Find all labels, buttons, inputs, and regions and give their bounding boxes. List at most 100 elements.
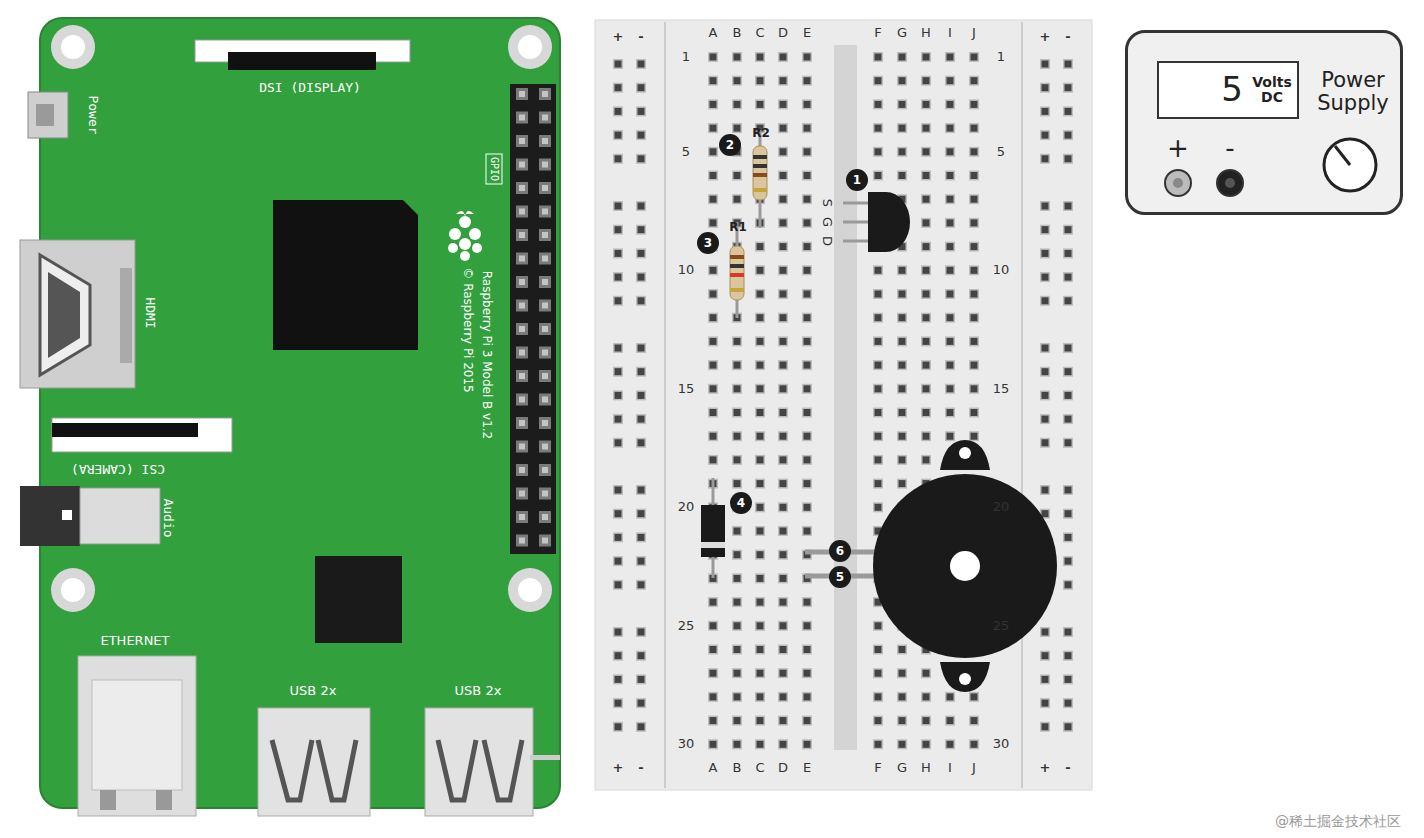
callout-number: 1	[846, 169, 868, 191]
breadboard-hole	[899, 480, 906, 487]
breadboard-hole	[804, 528, 811, 535]
gpio-pin	[539, 300, 551, 312]
transistor-symbol	[843, 192, 910, 252]
raspberry-pi-board	[78, 656, 196, 816]
breadboard-hole	[923, 125, 930, 132]
breadboard-hole	[636, 154, 646, 164]
breadboard-hole	[875, 314, 882, 321]
breadboard-hole	[778, 597, 788, 607]
breadboard-hole	[615, 558, 622, 565]
raspberry-pi-board	[272, 740, 356, 800]
breadboard-hole	[780, 433, 787, 440]
breadboard-hole	[757, 551, 764, 558]
raspberry-pi-board	[228, 52, 376, 70]
gpio-pin	[542, 185, 548, 191]
gpio-pin	[542, 467, 548, 473]
breadboard-hole	[778, 550, 788, 560]
breadboard-hole	[873, 360, 883, 370]
resistor-symbol	[730, 246, 744, 300]
breadboard-hole	[804, 504, 811, 511]
breadboard-hole	[780, 314, 787, 321]
power-supply	[1217, 170, 1243, 196]
breadboard-hole	[897, 384, 907, 394]
breadboard-hole	[971, 196, 978, 203]
breadboard-hole	[780, 148, 787, 155]
breadboard-hole	[636, 201, 646, 211]
breadboard-hole	[778, 502, 788, 512]
breadboard-hole	[757, 599, 764, 606]
breadboard-hole	[1063, 698, 1073, 708]
breadboard-hole	[921, 431, 931, 441]
breadboard-hole	[732, 526, 742, 536]
resistor-symbol	[753, 146, 767, 200]
breadboard-hole	[897, 76, 907, 86]
breadboard-hole	[921, 99, 931, 109]
breadboard-hole	[780, 338, 787, 345]
raspberry-pi-board	[48, 272, 80, 358]
breadboard-hole	[969, 123, 979, 133]
device-title: Power Supply	[1303, 69, 1403, 115]
breadboard-hole	[757, 433, 764, 440]
breadboard-hole	[732, 431, 742, 441]
raspberry-pi-board	[20, 486, 80, 546]
board-label: CSI (CAMERA)	[71, 462, 165, 476]
breadboard-hole	[710, 599, 717, 606]
breadboard-hole	[636, 627, 646, 637]
breadboard-hole	[1063, 556, 1073, 566]
power-supply	[1225, 178, 1235, 188]
breadboard-hole	[708, 431, 718, 441]
breadboard-hole	[708, 455, 718, 465]
breadboard-hole	[921, 716, 931, 726]
breadboard-hole	[780, 219, 787, 226]
breadboard-hole	[734, 125, 741, 132]
breadboard-hole	[875, 741, 882, 748]
breadboard-hole	[873, 621, 883, 631]
power-supply	[1125, 30, 1403, 215]
gpio-pin	[539, 253, 551, 265]
gpio-pin	[519, 256, 525, 262]
breadboard-hole	[945, 313, 955, 323]
breadboard-hole	[1042, 84, 1049, 91]
row-number: 30	[993, 737, 1010, 751]
breadboard-hole	[1063, 272, 1073, 282]
breadboard-hole	[947, 409, 954, 416]
breadboard-hole	[778, 76, 788, 86]
raspberry-pi-board	[530, 755, 560, 760]
breadboard-hole	[804, 314, 811, 321]
breadboard-hole	[921, 194, 931, 204]
breadboard-hole	[734, 575, 741, 582]
breadboard-hole	[755, 479, 765, 489]
breadboard-hole	[802, 597, 812, 607]
breadboard-hole	[804, 196, 811, 203]
breadboard-hole	[875, 646, 882, 653]
breadboard-hole	[921, 76, 931, 86]
breadboard-hole	[1042, 676, 1049, 683]
column-letter: C	[755, 761, 764, 775]
terminal-sign: -	[1215, 134, 1245, 163]
raspberry-logo	[459, 238, 471, 250]
breadboard-hole	[613, 367, 623, 377]
breadboard-hole	[710, 622, 717, 629]
breadboard-hole	[921, 455, 931, 465]
breadboard-hole	[802, 621, 812, 631]
breadboard-hole	[778, 289, 788, 299]
rail-sign: -	[638, 30, 643, 44]
column-letter: D	[778, 761, 788, 775]
breadboard-hole	[708, 716, 718, 726]
gpio-pin	[516, 511, 528, 523]
breadboard-hole	[732, 52, 742, 62]
buzzer-symbol	[959, 447, 971, 459]
breadboard-hole	[923, 433, 930, 440]
breadboard-hole	[802, 479, 812, 489]
raspberry-logo	[472, 243, 482, 253]
breadboard-hole	[969, 218, 979, 228]
gpio-pin	[519, 232, 525, 238]
breadboard-hole	[873, 52, 883, 62]
buzzer-symbol	[959, 673, 971, 685]
breadboard-hole	[734, 101, 741, 108]
gpio-pin	[542, 162, 548, 168]
gpio-pin	[542, 115, 548, 121]
breadboard-hole	[875, 693, 882, 700]
breadboard-hole	[734, 599, 741, 606]
gpio-pin	[539, 347, 551, 359]
